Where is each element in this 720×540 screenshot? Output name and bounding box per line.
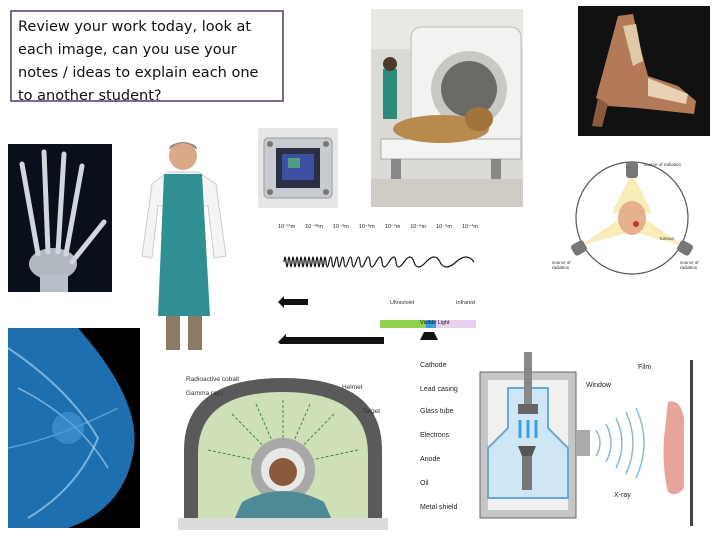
tumour-label: tumour bbox=[660, 236, 675, 241]
gamma-rays-label: Gamma rays bbox=[186, 390, 224, 397]
prompt-text: Review your work today, look at each ima… bbox=[18, 19, 259, 104]
ct-scanner-photo bbox=[371, 9, 523, 207]
visible-pointer bbox=[420, 332, 438, 340]
ct-foot-heel-image bbox=[578, 6, 710, 136]
target-label: Target bbox=[362, 408, 381, 415]
visible-label: Visible Light bbox=[420, 320, 450, 326]
em-spectrum-diagram: 10⁻¹¹m 10⁻¹⁰m 10⁻⁹m 10⁻⁸m 10⁻⁷m 10⁻⁶m 10… bbox=[274, 220, 480, 344]
metal-shield-label: Metal shield bbox=[420, 504, 458, 511]
cobalt-label: Radioactive cobalt bbox=[186, 376, 240, 383]
ccd-sensor-image bbox=[258, 128, 338, 208]
lead-apron-photo bbox=[138, 136, 238, 350]
wavelength-label: 10⁻⁷m bbox=[384, 224, 401, 230]
wavelength-label: 10⁻¹¹m bbox=[278, 224, 296, 230]
prompt-box: Review your work today, look at each ima… bbox=[10, 10, 284, 104]
source-right-label: source of radiation bbox=[680, 260, 699, 270]
wavelength-label: 10⁻⁶m bbox=[410, 224, 427, 230]
hand-xray-image bbox=[8, 144, 112, 292]
xray-label: X-Ray bbox=[320, 319, 340, 326]
oil-label: Oil bbox=[420, 480, 429, 487]
visible-band bbox=[426, 320, 436, 328]
electrons-label: Electrons bbox=[420, 432, 450, 439]
gamma-knife-diagram: Radioactive cobalt Gamma rays Helmet Tar… bbox=[172, 370, 394, 530]
wavelength-label: 10⁻⁴m bbox=[461, 224, 478, 230]
wavelength-label: 10⁻¹⁰m bbox=[305, 224, 323, 230]
gamma-arrow bbox=[278, 296, 308, 308]
xray-beam-label: X-ray bbox=[614, 492, 631, 499]
helmet-label: Helmet bbox=[342, 384, 363, 391]
uv-band bbox=[380, 320, 426, 328]
source-left-label: source of radiation bbox=[552, 260, 571, 270]
mammogram-image bbox=[8, 328, 140, 528]
xray-tube-diagram: Cathode Lead casing Glass tube Electrons… bbox=[418, 348, 714, 530]
anode-label: Anode bbox=[420, 456, 441, 463]
wavelength-label: 10⁻⁹m bbox=[332, 224, 349, 230]
ir-label: Infrared bbox=[456, 300, 475, 306]
uv-label: Ultraviolet bbox=[390, 300, 415, 306]
gamma-label: Gamma Rays bbox=[282, 286, 313, 292]
wavelength-label: 10⁻⁵m bbox=[436, 224, 452, 230]
source-top-label: source of radiation bbox=[644, 162, 682, 167]
ir-band bbox=[436, 320, 476, 328]
glass-tube-label: Glass tube bbox=[420, 408, 454, 415]
radiotherapy-diagram: source of radiation source of radiation … bbox=[552, 158, 712, 276]
wavelength-scale: 10⁻¹¹m 10⁻¹⁰m 10⁻⁹m 10⁻⁸m 10⁻⁷m 10⁻⁶m 10… bbox=[278, 224, 478, 230]
wave-line bbox=[283, 256, 475, 268]
window-label: Window bbox=[586, 382, 611, 389]
lead-casing-label: Lead casing bbox=[420, 386, 458, 393]
spectrum-graphic bbox=[278, 256, 476, 344]
wavelength-label: 10⁻⁸m bbox=[358, 224, 375, 230]
xray-arrow bbox=[278, 334, 384, 344]
cathode-label: Cathode bbox=[420, 362, 447, 369]
film-label: Film bbox=[638, 364, 652, 371]
